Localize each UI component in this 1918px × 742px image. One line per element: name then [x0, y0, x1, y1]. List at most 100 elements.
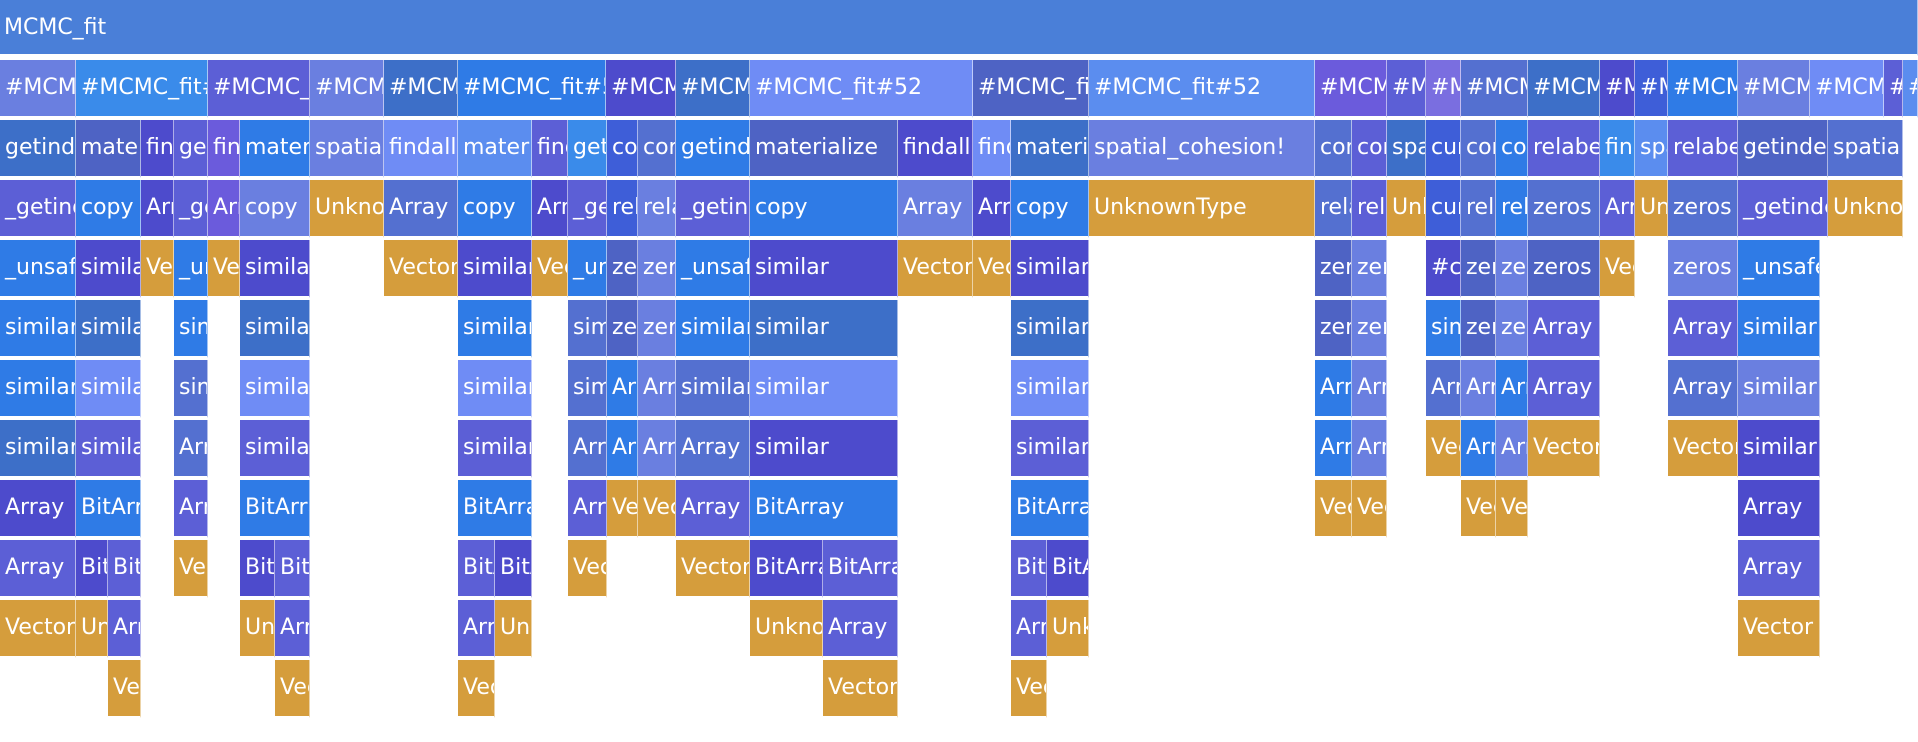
flame-frame[interactable]: zeros [638, 240, 676, 298]
flame-frame[interactable]: #MCMC_fit#52 [1387, 60, 1426, 118]
flame-frame[interactable]: findall [141, 120, 174, 178]
flame-frame[interactable]: zeros [1496, 300, 1528, 358]
flame-frame[interactable]: UnknownType [1047, 600, 1089, 658]
flame-frame[interactable]: zeros [1668, 240, 1738, 298]
flame-frame[interactable]: copy [76, 180, 141, 238]
flame-frame[interactable]: Vector [532, 240, 568, 298]
flame-frame[interactable]: contract [638, 120, 676, 178]
flame-frame[interactable]: _getindex [568, 180, 607, 238]
flame-frame[interactable]: similar [240, 420, 310, 478]
flame-frame[interactable]: #MCMC_fit#52 [1426, 60, 1461, 118]
flame-frame[interactable]: zeros [638, 300, 676, 358]
flame-frame[interactable]: Vector [1461, 480, 1496, 538]
flame-frame[interactable]: Array [1461, 360, 1496, 418]
flame-frame[interactable]: copy [458, 180, 532, 238]
flame-frame[interactable]: BitArray [1011, 480, 1089, 538]
flame-frame[interactable]: similar [76, 420, 141, 478]
flame-frame[interactable]: copy [1011, 180, 1089, 238]
flame-frame[interactable]: _unsafe_getindex [676, 240, 750, 298]
flame-frame[interactable]: _getindex [0, 180, 76, 238]
flame-frame[interactable]: similar [458, 360, 532, 418]
flame-frame[interactable]: #MCMC_fit#52 [1810, 60, 1884, 118]
flame-frame[interactable]: BitArray [750, 480, 898, 538]
flame-frame[interactable]: copy [240, 180, 310, 238]
flame-frame[interactable]: similar [240, 360, 310, 418]
flame-frame[interactable]: #MCMC_fit#52 [458, 60, 606, 118]
flame-frame[interactable]: #cumsum [1426, 240, 1461, 298]
flame-frame[interactable]: contract [1496, 120, 1528, 178]
flame-frame[interactable]: #MCMC_fit#52 [76, 60, 208, 118]
flame-frame[interactable]: Array [1315, 360, 1352, 418]
flame-frame[interactable]: Vector [973, 240, 1011, 298]
flame-frame[interactable]: materialize [458, 120, 532, 178]
flame-frame[interactable]: Array [607, 360, 638, 418]
flame-frame[interactable]: findall [384, 120, 458, 178]
flame-frame[interactable]: _getindex [1738, 180, 1828, 238]
flame-frame[interactable]: Vector [823, 660, 898, 718]
flame-frame[interactable]: similar [240, 300, 310, 358]
flame-frame[interactable]: similar [0, 420, 76, 478]
flame-frame[interactable]: spatial_cohesion! [1828, 120, 1903, 178]
flame-frame[interactable]: similar [568, 360, 607, 418]
flame-frame[interactable]: similar [0, 360, 76, 418]
flame-frame[interactable]: Array [607, 420, 638, 478]
flame-frame[interactable]: zeros [1352, 300, 1387, 358]
flame-frame[interactable]: Array [1738, 540, 1820, 598]
flame-frame[interactable]: findall [898, 120, 973, 178]
flame-frame[interactable]: getindex [0, 120, 76, 178]
flame-frame[interactable]: UnknownType [76, 600, 108, 658]
flame-frame[interactable]: findall [1600, 120, 1635, 178]
flame-frame[interactable]: zeros [1496, 240, 1528, 298]
flame-frame[interactable]: BitArray [240, 540, 275, 598]
flame-frame[interactable]: #MCMC_fit#52 [208, 60, 310, 118]
flame-frame[interactable]: cumsum [1426, 120, 1461, 178]
flame-frame[interactable]: getindex [174, 120, 208, 178]
flame-frame[interactable]: similar [76, 300, 141, 358]
flame-frame[interactable]: #MCMC_fit#52 [1738, 60, 1810, 118]
flame-frame[interactable]: BitArray [1011, 540, 1047, 598]
flame-frame[interactable]: relabel [607, 180, 638, 238]
flame-frame[interactable]: zeros [1461, 240, 1496, 298]
flame-frame[interactable]: getindex [676, 120, 750, 178]
flame-frame[interactable]: Array [568, 480, 607, 538]
flame-frame[interactable]: UnknownType [1387, 180, 1426, 238]
flame-frame[interactable]: relabel [1461, 180, 1496, 238]
flame-frame[interactable]: getindex [568, 120, 607, 178]
flame-frame[interactable]: _unsafe_getindex [0, 240, 76, 298]
flame-frame[interactable]: UnknownType [495, 600, 532, 658]
flame-frame[interactable]: relabel [1352, 180, 1387, 238]
flame-frame[interactable]: Vector [1600, 240, 1635, 298]
flame-frame[interactable]: similar [676, 300, 750, 358]
flame-frame[interactable]: Array [1528, 300, 1600, 358]
flame-frame[interactable]: #MCMC_fit#52 [1884, 60, 1903, 118]
flame-frame[interactable]: #MCMC_fit#52 [1903, 60, 1918, 118]
flame-frame[interactable]: Array [384, 180, 458, 238]
flame-frame[interactable]: relabel [1315, 180, 1352, 238]
flame-frame[interactable]: #MCMC_fit#52 [606, 60, 676, 118]
flame-frame[interactable]: similar [568, 300, 607, 358]
flame-frame[interactable]: copy [750, 180, 898, 238]
flame-frame[interactable]: zeros [607, 240, 638, 298]
flame-frame[interactable]: Array [275, 600, 310, 658]
flame-frame[interactable]: similar [174, 300, 208, 358]
flame-frame[interactable]: UnknownType [1089, 180, 1315, 238]
flame-frame[interactable]: zeros [1528, 240, 1600, 298]
flame-frame[interactable]: Vector [458, 660, 495, 718]
flame-frame[interactable]: Vector [1738, 600, 1820, 658]
flame-frame[interactable]: BitArray [76, 540, 108, 598]
flame-frame[interactable]: Vector [607, 480, 638, 538]
flame-frame[interactable]: similar [458, 300, 532, 358]
flame-frame[interactable]: findall [532, 120, 568, 178]
flame-frame[interactable]: Array [823, 600, 898, 658]
flame-frame[interactable]: Vector [1011, 660, 1047, 718]
flame-frame[interactable]: #MCMC_fit#52 [973, 60, 1089, 118]
flame-frame[interactable]: BitArray [750, 540, 823, 598]
flame-frame[interactable]: Array [1528, 360, 1600, 418]
flame-frame[interactable]: similar [750, 300, 898, 358]
flame-frame[interactable]: Array [638, 420, 676, 478]
flame-frame[interactable]: UnknownType [240, 600, 275, 658]
flame-frame[interactable]: Array [174, 480, 208, 538]
flame-frame[interactable]: Vector [898, 240, 973, 298]
flame-frame[interactable]: contract [1461, 120, 1496, 178]
flame-frame[interactable]: spatial_cohesion! [1089, 120, 1315, 178]
